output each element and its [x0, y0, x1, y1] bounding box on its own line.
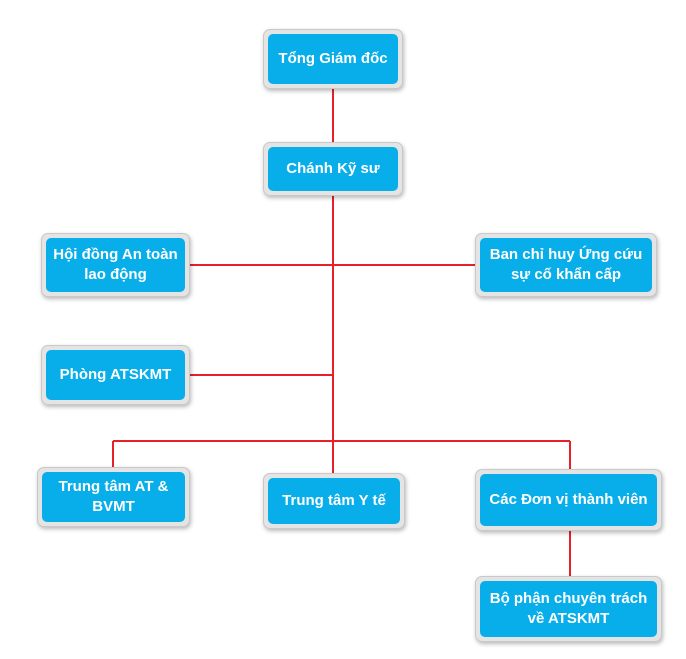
node-emergency-command: Ban chỉ huy Ứng cứu sự cố khẩn cấp [475, 233, 657, 297]
node-atskmt-department-label: Phòng ATSKMT [46, 350, 185, 400]
node-member-units: Các Đơn vị thành viên [475, 469, 662, 531]
node-atskmt-department: Phòng ATSKMT [41, 345, 190, 405]
node-dedicated-unit: Bộ phận chuyên trách về ATSKMT [475, 576, 662, 642]
node-safety-env-center-label: Trung tâm AT & BVMT [42, 472, 185, 522]
node-medical-center: Trung tâm Y tế [263, 473, 405, 529]
node-ceo: Tổng Giám đốc [263, 29, 403, 89]
node-safety-council-label: Hội đồng An toàn lao động [46, 238, 185, 292]
node-safety-council: Hội đồng An toàn lao động [41, 233, 190, 297]
node-medical-center-label: Trung tâm Y tế [268, 478, 400, 524]
node-chief-engineer-label: Chánh Kỹ sư [268, 147, 398, 191]
node-dedicated-unit-label: Bộ phận chuyên trách về ATSKMT [480, 581, 657, 637]
node-ceo-label: Tổng Giám đốc [268, 34, 398, 84]
node-member-units-label: Các Đơn vị thành viên [480, 474, 657, 526]
node-chief-engineer: Chánh Kỹ sư [263, 142, 403, 196]
node-emergency-command-label: Ban chỉ huy Ứng cứu sự cố khẩn cấp [480, 238, 652, 292]
node-safety-env-center: Trung tâm AT & BVMT [37, 467, 190, 527]
